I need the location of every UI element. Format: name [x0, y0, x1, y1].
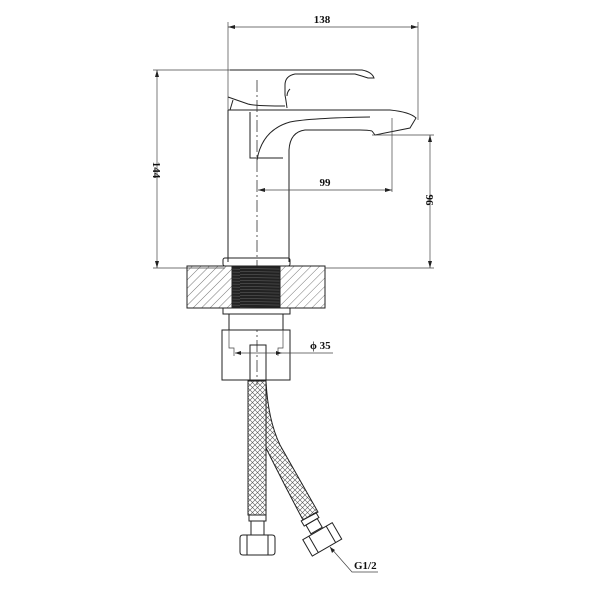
dimension-height: 144	[150, 69, 230, 269]
diameter-label: ϕ 35	[310, 340, 331, 352]
countertop-section	[186, 265, 326, 381]
hose-left	[239, 380, 276, 556]
width-label: 138	[314, 14, 331, 26]
spout-height-label: 96	[423, 195, 435, 207]
dimension-width: 138	[227, 14, 419, 120]
dimension-reach: 99	[258, 118, 393, 192]
hose-right	[265, 380, 343, 557]
height-label: 144	[150, 162, 162, 179]
threaded-shank	[231, 265, 281, 309]
faucet-body	[222, 69, 417, 267]
thread-label: G1/2	[354, 560, 377, 572]
dimension-diameter: ϕ 35	[235, 340, 333, 355]
thread-callout: G1/2	[329, 546, 378, 573]
reach-label: 99	[320, 177, 332, 189]
dimension-spout-height: 96	[325, 134, 435, 269]
